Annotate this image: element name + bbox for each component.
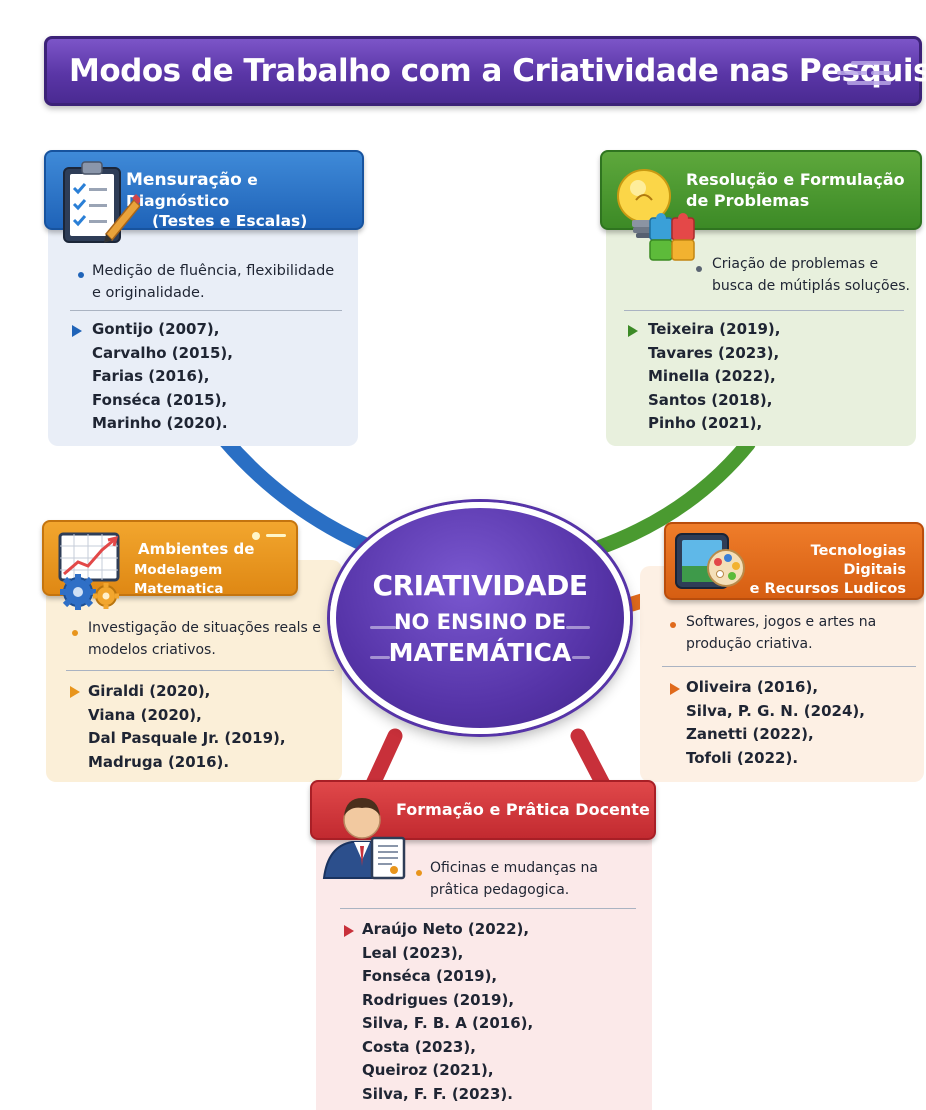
clipboard-checklist-icon <box>63 161 140 243</box>
title-banner: Modos de Trabalho com a Criatividade nas… <box>44 36 926 106</box>
measurement-description: Medição de fluência, flexibilidade e ori… <box>92 263 335 302</box>
triangle-bullet-icon <box>70 686 80 698</box>
chart-gears-icon <box>58 532 120 610</box>
reference-item: Giraldi (2020), <box>88 682 211 700</box>
sparkle-dots-icon <box>252 532 286 540</box>
modeling-title: Ambientes de Modelagem Matematica <box>134 540 255 598</box>
teaching-title: Formação e Prâtica Docente <box>396 800 650 819</box>
modeling-references: Giraldi (2020), Viana (2020), Dal Pasqua… <box>88 680 286 774</box>
reference-item: Dal Pasquale Jr. (2019), <box>88 729 286 748</box>
divider <box>662 666 916 667</box>
reference-item: Costa (2023), <box>362 1037 476 1056</box>
problems-description: Criação de problemas e busca de mútiplás… <box>712 256 910 294</box>
teaching-description: Oficinas e mudanças na prâtica pedagogic… <box>430 860 599 898</box>
decorative-dash <box>370 626 396 629</box>
center-title-line3: MATEMÁTICA <box>388 638 572 667</box>
bullet-dot <box>696 266 702 272</box>
reference-item: Minella (2022), <box>648 367 776 386</box>
bullet-dot <box>670 622 676 628</box>
reference-item: Pinho (2021), <box>648 414 763 433</box>
reference-item: Rodrigues (2019), <box>362 990 515 1009</box>
reference-item: Fonséca (2015), <box>92 390 228 409</box>
reference-item: Oliveira (2016), <box>686 678 819 696</box>
triangle-bullet-icon <box>670 683 680 695</box>
divider <box>624 310 904 311</box>
reference-item: Queiroz (2021), <box>362 1061 494 1080</box>
reference-item: Madruga (2016). <box>88 752 230 771</box>
bullet-dot <box>416 870 422 876</box>
teaching-references: Araújo Neto (2022), Leal (2023), Fonséca… <box>362 918 533 1106</box>
reference-item: Farias (2016), <box>92 367 210 386</box>
measurement-title: Mensuração e Diagnóstico (Testes e Escal… <box>126 170 308 231</box>
center-title-line1: CRIATIVIDADE <box>372 569 588 602</box>
reference-item: Fonséca (2019), <box>362 967 498 986</box>
teacher-document-icon <box>322 798 406 880</box>
reference-item: Araújo Neto (2022), <box>362 920 530 938</box>
reference-item: Leal (2023), <box>362 943 464 962</box>
divider <box>70 310 342 311</box>
problems-references: Teixeira (2019), Tavares (2023), Minella… <box>648 318 780 436</box>
reference-item: Zanetti (2022), <box>686 725 814 744</box>
lightbulb-puzzle-icon <box>617 169 695 261</box>
reference-item: Silva, P. G. N. (2024), <box>686 701 865 720</box>
triangle-bullet-icon <box>344 925 354 937</box>
divider <box>66 670 334 671</box>
card-technology: Softwares, jogos e artes na produção cri… <box>640 566 924 782</box>
problems-title: Resolução e Formulação de Problemas <box>686 170 905 210</box>
center-title-line2: NO ENSINO DE <box>393 610 567 634</box>
triangle-bullet-icon <box>72 325 82 337</box>
reference-item: Marinho (2020). <box>92 414 228 433</box>
decorative-dash <box>566 626 590 629</box>
decorative-dash <box>572 656 590 659</box>
tablet-palette-icon <box>675 533 745 589</box>
reference-item: Viana (2020), <box>88 705 202 724</box>
bullet-dot <box>72 630 78 636</box>
reference-item: Santos (2018), <box>648 390 773 409</box>
divider <box>340 908 636 909</box>
decorative-dash <box>370 656 390 659</box>
reference-item: Gontijo (2007), <box>92 320 220 338</box>
reference-item: Teixeira (2019), <box>648 320 781 338</box>
reference-item: Tavares (2023), <box>648 343 780 362</box>
page-title: Modos de Trabalho com a Criatividade nas… <box>69 53 926 89</box>
measurement-references: Gontijo (2007), Carvalho (2015), Farias … <box>92 318 233 436</box>
technology-title: Tecnologias Digitais e Recursos Ludicos <box>749 543 906 597</box>
reference-item: Tofoli (2022). <box>686 748 799 767</box>
reference-item: Silva, F. F. (2023). <box>362 1084 513 1103</box>
reference-item: Carvalho (2015), <box>92 343 233 362</box>
bullet-dot <box>78 272 84 278</box>
triangle-bullet-icon <box>628 325 638 337</box>
speed-lines-icon <box>837 61 891 85</box>
technology-references: Oliveira (2016), Silva, P. G. N. (2024),… <box>686 676 865 770</box>
modeling-description: Investigação de situações reals e modelo… <box>88 620 321 658</box>
central-topic: CRIATIVIDADE NO ENSINO DE MATEMÁTICA <box>330 502 630 734</box>
technology-description: Softwares, jogos e artes na produção cri… <box>686 614 877 652</box>
reference-item: Silva, F. B. A (2016), <box>362 1014 534 1033</box>
